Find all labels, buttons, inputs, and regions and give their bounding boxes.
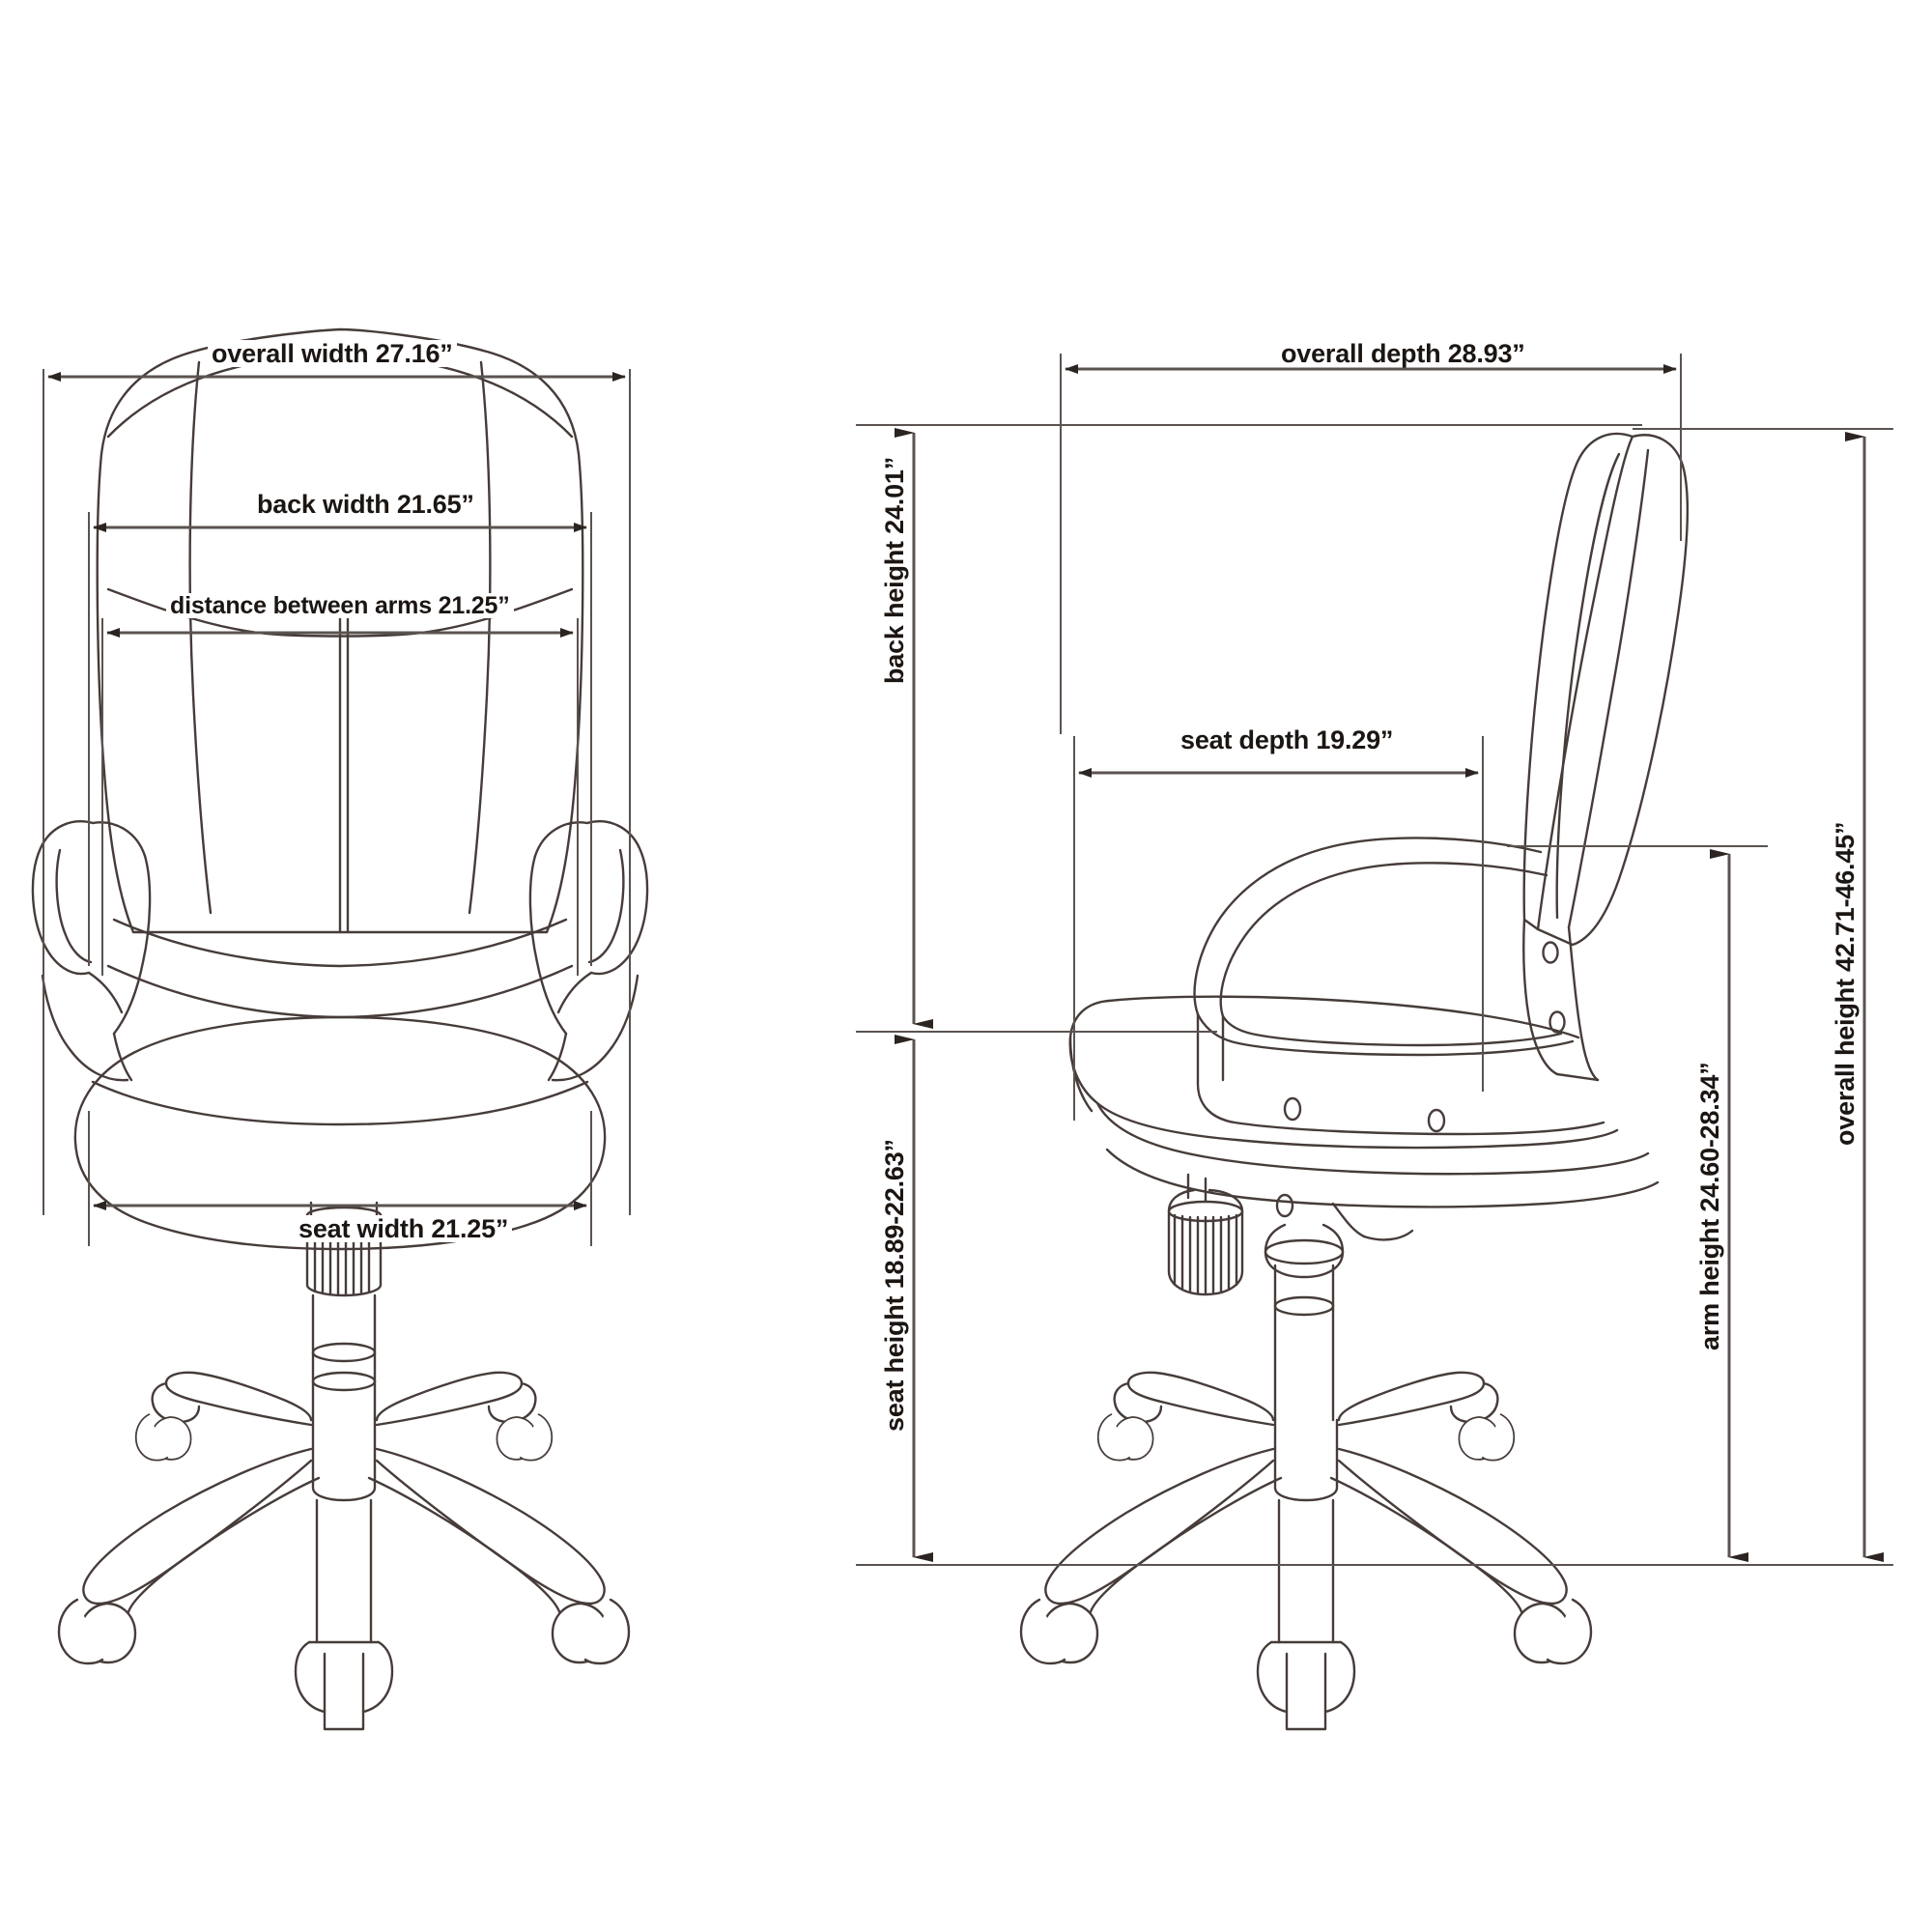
label-overall-width: overall width 27.16” bbox=[208, 340, 457, 367]
side-base bbox=[1019, 1371, 1593, 1731]
label-seat-depth: seat depth 19.29” bbox=[1177, 726, 1398, 753]
label-seat-width: seat width 21.25” bbox=[295, 1215, 513, 1242]
dim-overall-depth bbox=[1060, 354, 1682, 734]
label-back-height: back height 24.01” bbox=[880, 453, 909, 688]
front-view-chair bbox=[31, 327, 649, 1731]
dim-seat-depth bbox=[1073, 736, 1484, 1121]
label-arm-height: arm height 24.60-28.34” bbox=[1695, 1058, 1724, 1354]
label-seat-height: seat height 18.89-22.63” bbox=[880, 1135, 909, 1435]
front-base bbox=[57, 1371, 631, 1731]
label-back-width: back width 21.65” bbox=[253, 491, 478, 518]
dim-arm-height bbox=[1507, 845, 1768, 1562]
dim-seat-height bbox=[856, 1035, 1893, 1566]
dim-distance-between-arms bbox=[101, 618, 579, 976]
dim-overall-height bbox=[1633, 428, 1893, 1562]
label-distance-between-arms: distance between arms 21.25” bbox=[166, 593, 514, 618]
dim-back-width bbox=[88, 512, 592, 966]
side-gas-cylinder bbox=[1264, 1223, 1345, 1422]
dim-back-height bbox=[856, 424, 1642, 1033]
front-armrest-right bbox=[528, 820, 649, 1082]
label-overall-height: overall height 42.71-46.45” bbox=[1831, 817, 1860, 1150]
side-armrest bbox=[1193, 837, 1605, 1136]
tilt-knob bbox=[1167, 1188, 1244, 1296]
side-view-chair bbox=[1019, 432, 1690, 1731]
dim-seat-width bbox=[88, 1111, 592, 1246]
label-overall-depth: overall depth 28.93” bbox=[1277, 340, 1529, 367]
front-armrest-left bbox=[31, 820, 152, 1082]
dim-overall-width bbox=[43, 369, 631, 1215]
